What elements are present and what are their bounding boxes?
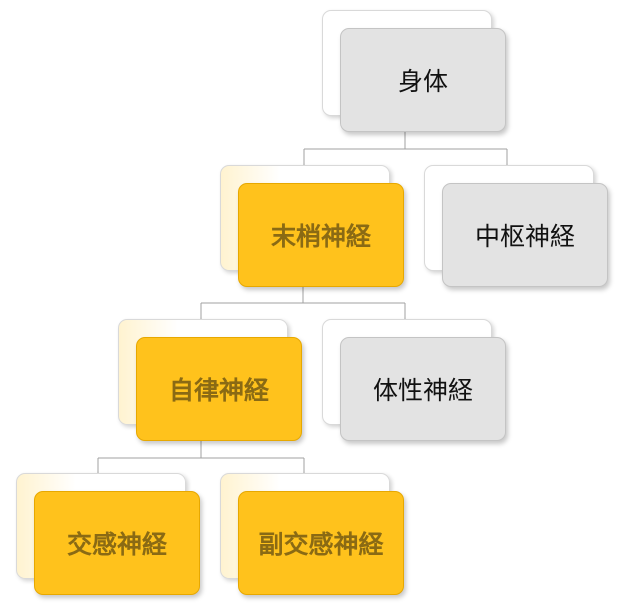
connector-peripheral-children bbox=[200, 286, 406, 337]
connector-body-children bbox=[303, 131, 508, 183]
node-somatic-label: 体性神経 bbox=[340, 337, 506, 441]
node-body-label: 身体 bbox=[340, 28, 506, 132]
node-parasympathetic-label: 副交感神経 bbox=[238, 491, 404, 595]
node-central-label: 中枢神経 bbox=[442, 183, 608, 287]
node-autonomic-label: 自律神経 bbox=[136, 337, 302, 441]
connector-autonomic-children bbox=[97, 441, 305, 491]
node-sympathetic-label: 交感神経 bbox=[34, 491, 200, 595]
node-peripheral-label: 末梢神経 bbox=[238, 183, 404, 287]
